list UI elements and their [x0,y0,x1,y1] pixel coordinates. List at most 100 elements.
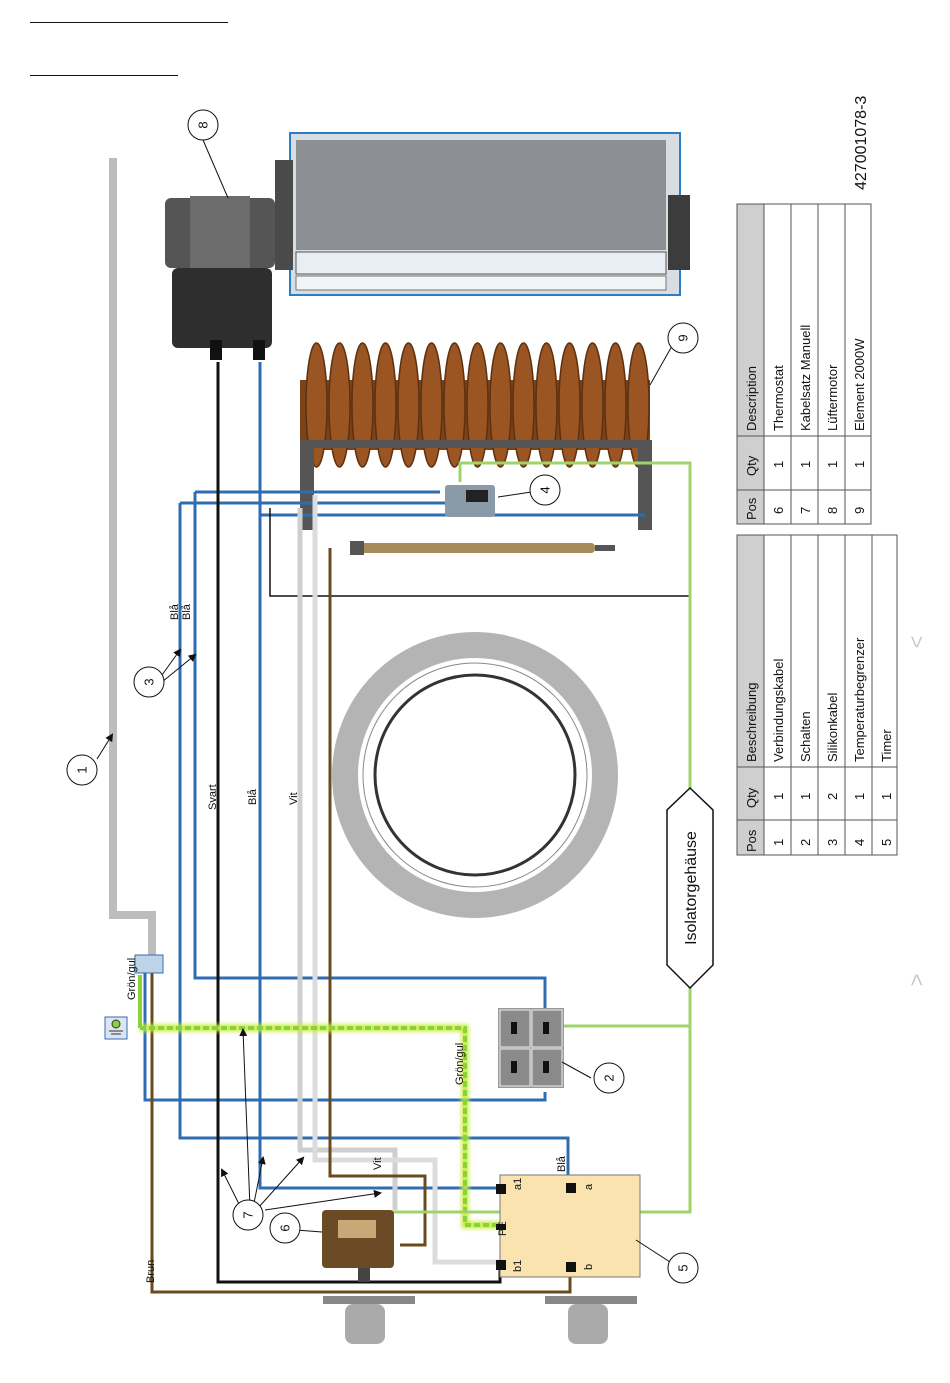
green-wire-timer [390,1026,692,1214]
switch [498,1008,564,1088]
table-a-row1-desc: Verbindungskabel [771,659,786,762]
callout-3: 3 [133,666,165,698]
isolator-box [666,786,714,990]
coil-turn [443,342,466,468]
coil-turn [558,342,581,468]
table-b-row4-qty: 1 [852,461,867,468]
svg-text:6: 6 [278,1224,293,1231]
table-a-row1-qty: 1 [771,793,786,800]
table-b-row2-qty: 1 [798,461,813,468]
table-a-row3-qty: 2 [825,793,840,800]
coil-turn [581,342,604,468]
coil-turn [420,342,443,468]
arrow-mark-left-icon: < [904,636,929,649]
coil-turn [328,342,351,468]
label-svart: Svart [207,784,219,810]
table-a-row2-qty: 1 [798,793,813,800]
blue-wire-b [178,503,570,1175]
callout-8: 8 [187,109,219,141]
coil-bracket-left [300,440,314,530]
fan-assembly [165,132,690,360]
terminal-a1: a1 [512,1178,524,1190]
white-wire-2 [312,495,500,1265]
coil-bar [300,440,652,448]
timer [496,1174,641,1278]
white-wire [297,508,398,1210]
terminal-pe: PE [497,1221,509,1236]
callout-7: 7 [232,1199,264,1231]
header-line-2 [30,75,178,76]
table-a-row1-pos: 1 [771,839,786,846]
coil-turn [374,342,397,468]
svg-text:4: 4 [538,486,553,493]
terminal-a: a [583,1183,595,1190]
svg-text:2: 2 [602,1074,617,1081]
earth-symbol [104,1016,128,1040]
table-b-row4-pos: 9 [852,507,867,514]
arrow-mark-right-icon: > [904,974,929,987]
coil-turn [397,342,420,468]
fan-ring [332,632,618,918]
document-number: 427001078-3 [853,96,870,190]
brown-wire-probe [328,548,427,1247]
isolator-label: Isolatorgehäuse [683,831,700,945]
temperature-probe [350,541,615,555]
blue-wire-fan [258,362,500,1190]
svg-text:1: 1 [75,766,90,773]
cable-1 [109,158,156,960]
table-a-row5-qty: 1 [879,793,894,800]
svg-text:9: 9 [676,334,691,341]
table-a-row4-pos: 4 [852,839,867,846]
blue-wire-a [193,492,547,1008]
table-b-row4-desc: Element 2000W [852,338,867,431]
blue-wire-c [143,970,547,1102]
callout-9: 9 [667,322,699,354]
label-bla-2: Blå [181,603,193,620]
table-b-header-pos: Pos [744,497,759,520]
earth-wire [140,1026,500,1227]
callout-2: 2 [593,1062,625,1094]
table-a-row4-desc: Temperaturbegrenzer [852,637,867,762]
leader-lines [96,139,673,1263]
label-bla-bottom: Blå [556,1155,568,1172]
thermostat [322,1210,394,1282]
coil-turn [535,342,558,468]
heating-coil [300,342,650,468]
terminal-b: b [583,1264,595,1270]
table-b-row3-desc: Lüftermotor [825,364,840,431]
green-wire-loop [458,461,692,1028]
table-b-header-desc: Description [744,366,759,431]
label-brun: Brun [145,1260,157,1283]
table-b-row1-desc: Thermostat [771,365,786,431]
label-vit-bottom: Vit [372,1157,384,1170]
label-gron-gul-top: Grön/gul [126,958,138,1000]
table-b-row3-qty: 1 [825,461,840,468]
coil-turn [466,342,489,468]
coil-turn [489,342,512,468]
terminal-block [134,954,164,974]
table-b-header-qty: Qty [744,455,759,476]
coil-turn [512,342,535,468]
table-a-header-pos: Pos [744,829,759,852]
svg-text:7: 7 [241,1211,256,1218]
table-b-row3-pos: 8 [825,507,840,514]
parts-table-b: Pos Qty Description 6 1 Thermostat 7 1 K… [736,203,872,525]
svg-text:8: 8 [196,121,211,128]
coil-turn [351,342,374,468]
table-a-header-desc: Beschreibung [744,683,759,763]
table-b-row1-pos: 6 [771,507,786,514]
table-a-row5-desc: Timer [879,729,894,762]
table-a-row2-desc: Schalten [798,711,813,762]
table-a-row4-qty: 1 [852,793,867,800]
table-b-row2-pos: 7 [798,507,813,514]
label-vit: Vit [288,792,300,805]
parts-table-a: Pos Qty Beschreibung 1 1 Verbindungskabe… [736,534,898,856]
table-a-header-qty: Qty [744,787,759,808]
table-a-row5-pos: 5 [879,839,894,846]
brown-wire [150,970,572,1294]
svg-text:3: 3 [142,678,157,685]
svg-text:5: 5 [676,1264,691,1271]
callout-4: 4 [529,474,561,506]
table-a-row3-pos: 3 [825,839,840,846]
